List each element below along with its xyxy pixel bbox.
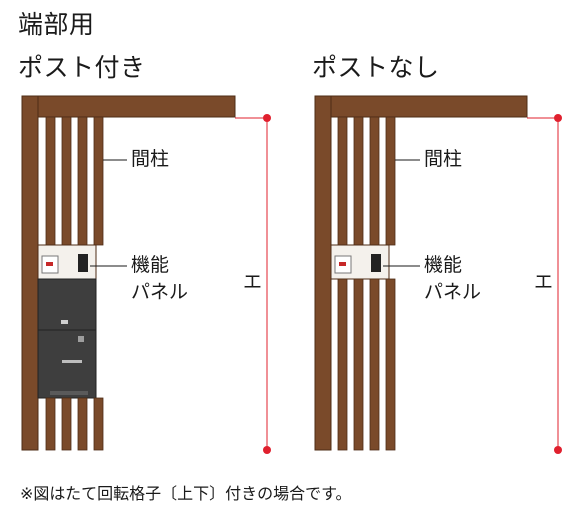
left-main-post [21, 95, 39, 451]
left-fence-unit [21, 95, 271, 454]
right-dimension-label: エ [534, 271, 554, 293]
right-upper-slat [337, 116, 348, 246]
right-main-post [314, 95, 332, 451]
right-lower-slat [369, 278, 380, 451]
left-post-box-base [50, 391, 88, 395]
left-top-beam [21, 95, 236, 118]
left-pillar-label: 間柱 [131, 148, 170, 170]
right-pillar-label: 間柱 [424, 148, 463, 170]
right-lower-slat [353, 278, 364, 451]
right-top-beam [314, 95, 528, 118]
left-intercom-button [46, 262, 53, 266]
left-post-box-slot [61, 320, 68, 324]
left-dimension-dot-bottom [263, 446, 271, 454]
right-upper-slat [385, 116, 396, 246]
right-upper-slat [353, 116, 364, 246]
right-panel-label-line1: 機能 [424, 254, 463, 276]
left-panel-label-line1: 機能 [131, 254, 170, 276]
left-lower-slat [45, 397, 56, 451]
right-fence-unit [314, 95, 562, 454]
left-post-box-key [78, 336, 84, 342]
right-dimension-dot-top [554, 114, 562, 122]
left-upper-slat [61, 116, 72, 246]
left-post-box-lower [37, 329, 97, 399]
left-heading-line2: ポスト付き [18, 53, 146, 82]
left-upper-slat [45, 116, 56, 246]
right-panel-label-line2: パネル [424, 281, 482, 303]
left-heading-line1: 端部用 [18, 10, 95, 39]
left-panel-label-line2: パネル [131, 281, 189, 303]
left-upper-slat [77, 116, 88, 246]
right-lower-slat [385, 278, 396, 451]
right-intercom-button [339, 262, 346, 266]
right-lower-slat [337, 278, 348, 451]
left-lower-slat [93, 397, 104, 451]
right-heading: ポストなし [312, 53, 440, 82]
left-dimension-dot-top [263, 114, 271, 122]
left-camera-unit [78, 254, 88, 272]
footnote: ※図はたて回転格子〔上下〕付きの場合です。 [20, 484, 352, 503]
left-lower-slat [77, 397, 88, 451]
left-post-box-handle [62, 360, 82, 363]
right-camera-unit [371, 254, 381, 272]
left-lower-slat [61, 397, 72, 451]
right-dimension-dot-bottom [554, 446, 562, 454]
left-upper-slat [93, 116, 104, 246]
left-dimension-label: エ [243, 271, 263, 293]
right-upper-slat [369, 116, 380, 246]
